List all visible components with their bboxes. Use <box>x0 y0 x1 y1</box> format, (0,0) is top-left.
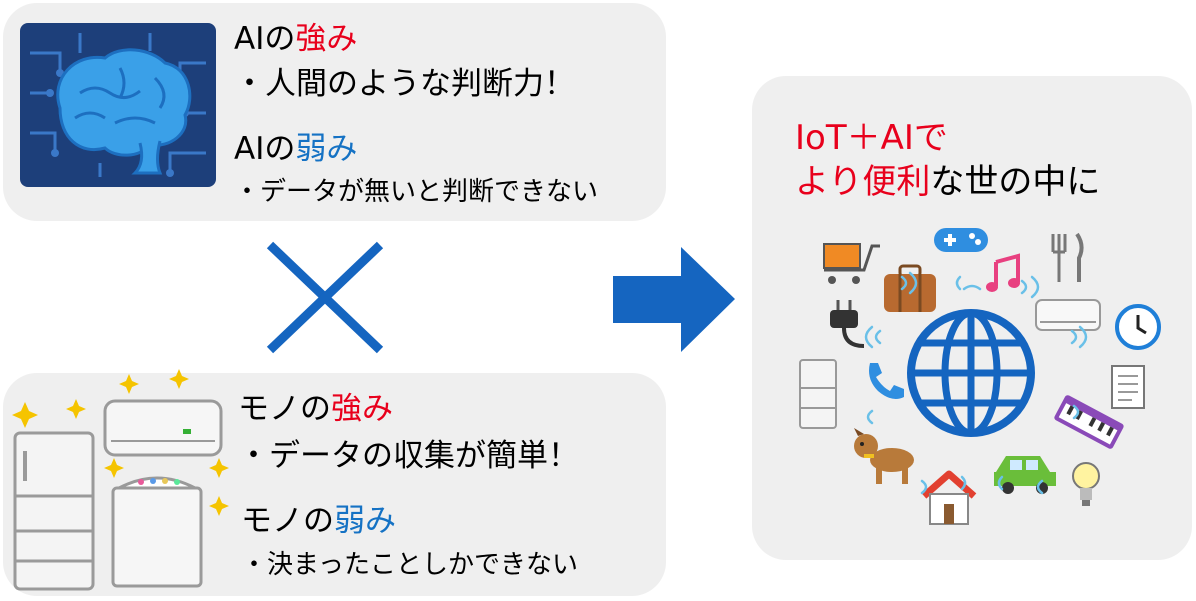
plug-icon <box>830 300 865 348</box>
things-panel: モノの強み ・データの収集が簡単！ モノの弱み ・決まったことしかできない <box>3 369 666 596</box>
refrigerator-icon <box>799 359 837 429</box>
document-icon <box>1111 365 1145 409</box>
ai-strength-point: ・人間のような判断力！ <box>234 66 575 102</box>
ai-weakness-word: 弱み <box>295 131 358 167</box>
things-strength-word: 強み <box>331 391 393 427</box>
phone-icon <box>869 363 904 399</box>
house-icon <box>921 470 977 525</box>
ai-panel: AIの強み ・人間のような判断力！ AIの弱み ・データが無いと判断できない <box>3 3 666 221</box>
things-strength-point: ・データの収集が簡単！ <box>238 438 579 474</box>
ai-strength-prefix: AIの <box>234 21 296 57</box>
arrow-right-icon <box>613 247 735 352</box>
iot-ai-panel: IoT＋AIで より便利な世の中に <box>752 76 1192 560</box>
things-weakness-heading: モノの弱み <box>241 503 396 539</box>
result-line-1: IoT＋AIで <box>795 118 948 158</box>
things-strength-prefix: モノの <box>238 391 331 427</box>
air-conditioner-icon <box>103 399 223 457</box>
things-weakness-prefix: モノの <box>241 503 334 539</box>
brain-chip-icon <box>20 23 216 187</box>
result-highlight: より便利 <box>795 162 931 202</box>
ai-weakness-heading: AIの弱み <box>234 131 357 167</box>
things-weakness-point: ・決まったことしかできない <box>241 550 578 580</box>
things-weakness-word: 弱み <box>334 503 396 539</box>
music-note-icon <box>986 253 1020 292</box>
ai-strength-word: 強み <box>295 21 358 57</box>
ai-weakness-point: ・データが無いと判断できない <box>234 177 599 207</box>
refrigerator-icon <box>13 431 95 591</box>
sparkle-icon <box>12 369 229 516</box>
result-line-2: より便利な世の中に <box>795 162 1100 202</box>
clock-icon <box>1115 304 1161 350</box>
multiply-icon <box>266 241 384 354</box>
shopping-cart-icon <box>823 243 880 284</box>
keyboard-icon <box>1054 395 1124 449</box>
result-rest: な世の中に <box>930 162 1101 202</box>
car-icon <box>994 456 1056 494</box>
washing-machine-icon <box>111 476 203 588</box>
things-strength-heading: モノの強み <box>238 391 393 427</box>
globe-icon <box>907 309 1035 437</box>
ai-strength-heading: AIの強み <box>234 21 357 57</box>
dog-icon <box>854 428 914 484</box>
ai-weakness-prefix: AIの <box>234 131 296 167</box>
signal-waves-icon <box>864 271 1088 495</box>
air-conditioner-icon <box>1035 299 1101 331</box>
gamepad-icon <box>934 228 988 252</box>
fork-knife-icon <box>1051 232 1084 282</box>
lightbulb-icon <box>1072 462 1100 506</box>
